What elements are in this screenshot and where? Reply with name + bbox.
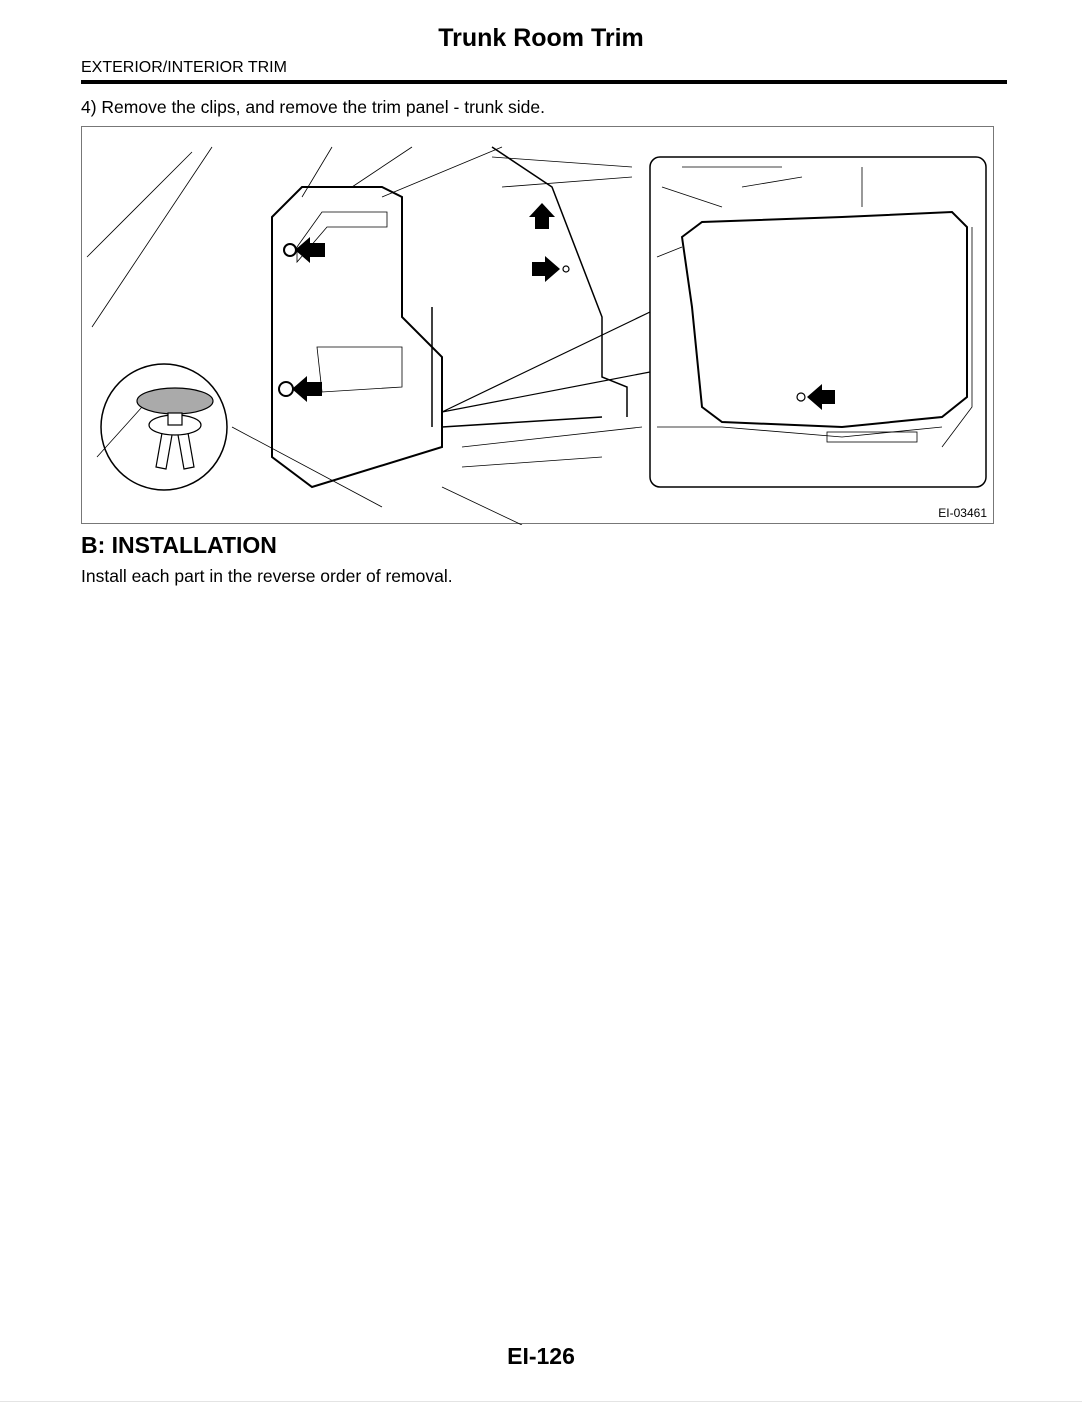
page-number: EI-126 [507, 1343, 575, 1369]
trim-panel-illustration: EI-03461 [81, 126, 994, 525]
trunk-detail-inset [649, 156, 987, 488]
step-4-text: 4) Remove the clips, and remove the trim… [81, 97, 545, 117]
section-header: EXTERIOR/INTERIOR TRIM [81, 59, 287, 76]
arrow-icons [292, 203, 835, 410]
figure-id: EI-03461 [938, 506, 987, 520]
page-bottom-edge [0, 1401, 1082, 1402]
trim-panel [271, 186, 443, 489]
page-title: Trunk Room Trim [438, 24, 644, 52]
header-rule [81, 80, 1007, 84]
clip-detail-inset [100, 363, 228, 491]
installation-text: Install each part in the reverse order o… [81, 566, 453, 586]
installation-heading: B: INSTALLATION [81, 532, 277, 558]
trunk-diagram [86, 146, 987, 525]
